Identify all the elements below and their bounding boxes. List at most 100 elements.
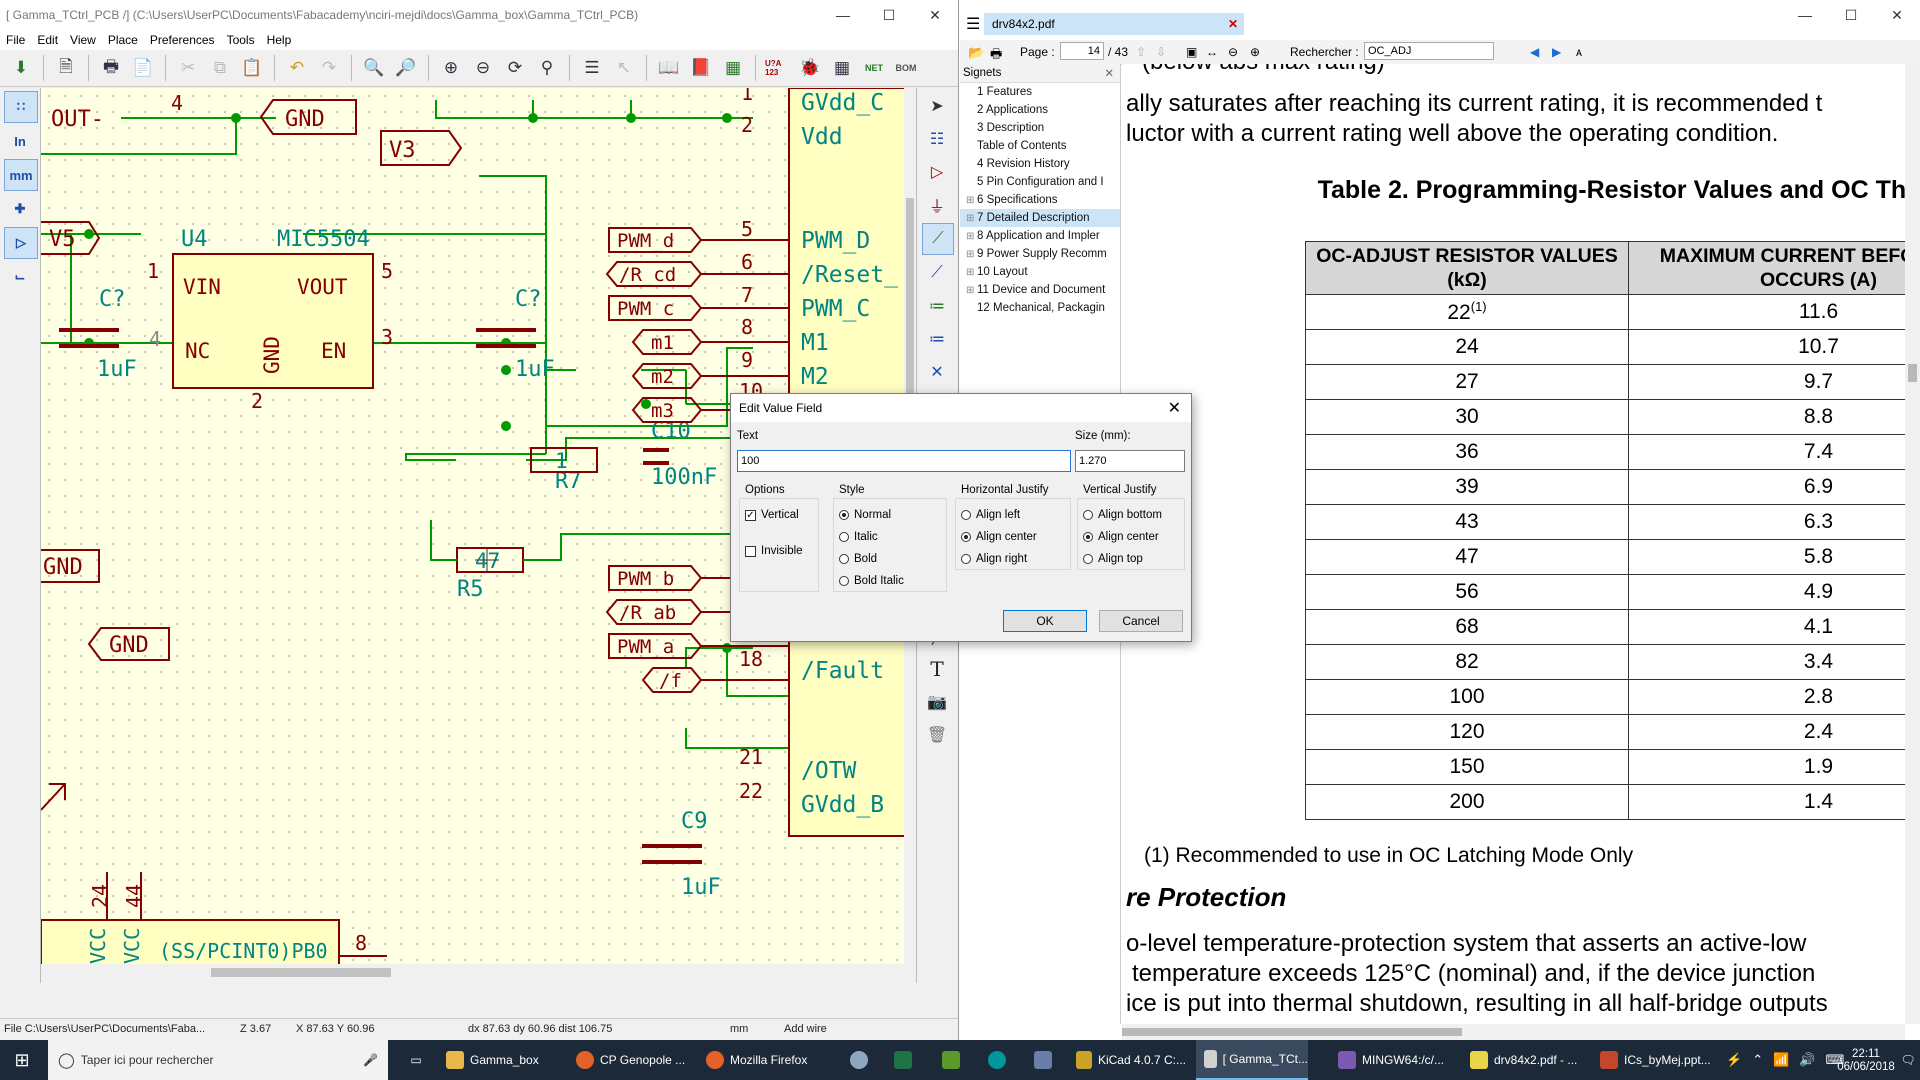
excel-icon[interactable] <box>894 1040 918 1080</box>
menu-preferences[interactable]: Preferences <box>149 33 215 47</box>
search-prev-icon[interactable]: ◀ <box>1530 45 1540 59</box>
tray-app-icon[interactable]: ⚡ <box>1726 1052 1743 1067</box>
open-icon[interactable]: 📂 <box>968 45 985 60</box>
menu-file[interactable]: File <box>6 33 26 47</box>
match-case-icon[interactable]: ᴀ <box>1576 45 1582 59</box>
cvpcb-icon[interactable]: ▦ <box>833 58 851 77</box>
zoom-out-icon[interactable]: ⊖ <box>1228 45 1239 59</box>
find-replace-icon[interactable]: 🔎 <box>395 58 417 77</box>
search-input[interactable] <box>1364 42 1494 60</box>
image-icon[interactable]: 📷 <box>927 694 947 711</box>
size-input[interactable] <box>1075 450 1185 472</box>
page-number-input[interactable] <box>1060 42 1104 60</box>
invisible-checkbox[interactable]: Invisible <box>745 545 803 557</box>
bookmark-item[interactable]: ⊞9 Power Supply Recomm <box>966 248 1107 260</box>
menu-hamburger-icon[interactable]: ☰ <box>966 16 981 33</box>
bookmark-item[interactable]: 4 Revision History <box>977 158 1070 170</box>
bookmark-item[interactable]: 5 Pin Configuration and I <box>977 176 1104 188</box>
menu-help[interactable]: Help <box>266 33 292 47</box>
start-button[interactable]: ⊞ <box>14 1049 30 1070</box>
mcu-body[interactable] <box>41 919 340 964</box>
hierarchy-icon[interactable]: ☰ <box>584 58 600 77</box>
prev-page-icon[interactable]: ⇧ <box>1136 45 1147 59</box>
taskbar-app-firefox-2[interactable]: Mozilla Firefox <box>706 1040 816 1080</box>
taskbar-app-kicad[interactable]: KiCad 4.0.7 C:... <box>1076 1040 1186 1080</box>
vertical-checkbox[interactable]: ✓Vertical <box>745 509 799 521</box>
style-normal-radio[interactable]: Normal <box>839 509 891 521</box>
menu-edit[interactable]: Edit <box>37 33 59 47</box>
copy-icon[interactable]: ⧉ <box>213 58 227 77</box>
bookmark-item[interactable]: 1 Features <box>977 86 1032 98</box>
arduino-icon[interactable] <box>988 1040 1012 1080</box>
bom-icon[interactable]: BOM <box>895 63 917 73</box>
ok-button[interactable]: OK <box>1003 610 1087 632</box>
minimize-button[interactable]: — <box>836 7 850 23</box>
menu-tools[interactable]: Tools <box>226 33 255 47</box>
units-inch-button[interactable]: In <box>14 133 26 149</box>
taskbar-app-powerpoint[interactable]: ICs_byMej.ppt... <box>1600 1040 1712 1080</box>
bookmark-item[interactable]: ⊞11 Device and Document <box>966 284 1106 296</box>
bookmark-item[interactable]: 12 Mechanical, Packagin <box>977 302 1105 314</box>
erc-icon[interactable]: 🐞 <box>799 58 821 77</box>
canvas-horizontal-scrollbar[interactable] <box>41 964 904 982</box>
cancel-button[interactable]: Cancel <box>1099 610 1183 632</box>
fit-width-icon[interactable]: ↔ <box>1206 45 1218 59</box>
bookmark-item[interactable]: Table of Contents <box>977 140 1067 152</box>
network-icon[interactable]: 📶 <box>1773 1052 1790 1067</box>
place-wire-icon[interactable]: ⟋ <box>922 223 954 255</box>
redraw-icon[interactable]: ⟳ <box>507 58 523 77</box>
taskbar-app-firefox-1[interactable]: CP Genopole ... <box>576 1040 686 1080</box>
save-icon[interactable]: ⬇ <box>13 58 29 77</box>
pdf-tab[interactable]: drv84x2.pdf ✕ <box>984 13 1244 35</box>
cursor-shape-icon[interactable]: ✚ <box>14 201 26 216</box>
style-bold-radio[interactable]: Bold <box>839 553 877 565</box>
bookmark-item[interactable]: ⊞7 Detailed Description <box>960 209 1120 227</box>
place-power-icon[interactable]: ⏚ <box>928 199 945 216</box>
pdf-close-button[interactable]: ✕ <box>1891 6 1903 23</box>
bookmark-item[interactable]: 3 Description <box>977 122 1045 134</box>
delete-icon[interactable]: 🗑 <box>926 727 948 744</box>
taskbar-search-box[interactable]: ◯ Taper ici pour rechercher 🎤 <box>48 1040 388 1080</box>
dialog-close-icon[interactable]: ✕ <box>1167 400 1181 417</box>
bookmark-item[interactable]: ⊞6 Specifications <box>966 194 1058 206</box>
close-tab-icon[interactable]: ✕ <box>1227 17 1238 31</box>
place-component-icon[interactable]: ▷ <box>930 164 944 181</box>
pdf-vertical-scrollbar[interactable] <box>1905 64 1920 1024</box>
cut-icon[interactable]: ✂ <box>180 58 196 77</box>
maximize-button[interactable]: ☐ <box>882 6 896 23</box>
grid-toggle-icon[interactable]: ∷ <box>4 91 38 123</box>
paste-icon[interactable]: 📋 <box>241 58 263 77</box>
zoom-fit-icon[interactable]: ⚲ <box>540 58 554 77</box>
clock[interactable]: 22:11 06/06/2018 <box>1836 1040 1896 1080</box>
text-icon[interactable]: T <box>930 657 944 681</box>
taskbar-app-mingw[interactable]: MINGW64:/c/... <box>1338 1040 1448 1080</box>
close-bookmarks-icon[interactable]: ✕ <box>1104 68 1114 80</box>
zoom-in-icon[interactable]: ⊕ <box>1250 45 1261 59</box>
vjustify-center-radio[interactable]: Align center <box>1083 531 1159 543</box>
pcbnew-icon[interactable]: ▦ <box>724 58 742 77</box>
style-bold-italic-radio[interactable]: Bold Italic <box>839 575 904 587</box>
menu-place[interactable]: Place <box>107 33 138 47</box>
inkscape-icon[interactable] <box>942 1040 966 1080</box>
units-mm-button[interactable]: mm <box>4 159 38 191</box>
hidden-pins-icon[interactable]: ▷ <box>4 227 38 259</box>
hjustify-left-radio[interactable]: Align left <box>961 509 1020 521</box>
language-icon[interactable]: ⌨ <box>1825 1052 1845 1067</box>
pinned-app-icon[interactable] <box>1034 1040 1058 1080</box>
library-browser-icon[interactable]: 📕 <box>690 58 712 77</box>
notifications-icon[interactable]: 🗨 <box>1900 1053 1916 1067</box>
close-button[interactable]: ✕ <box>929 6 941 23</box>
taskbar-app-pdf[interactable]: drv84x2.pdf - ... <box>1470 1040 1580 1080</box>
show-hidden-icons-icon[interactable]: ⌃ <box>1752 1052 1764 1067</box>
bus-wire-angle-icon[interactable]: ⌙ <box>14 269 26 284</box>
microphone-icon[interactable]: 🎤 <box>363 1053 378 1067</box>
print-icon[interactable]: 🖶 <box>102 56 120 76</box>
vjustify-bottom-radio[interactable]: Align bottom <box>1083 509 1162 521</box>
u4-body[interactable] <box>172 253 374 389</box>
taskbar-app-explorer[interactable]: Gamma_box <box>446 1040 556 1080</box>
wire-bus-entry-icon[interactable]: ≔ <box>929 298 945 315</box>
select-arrow-icon[interactable]: ➤ <box>930 98 944 115</box>
undo-icon[interactable]: ↶ <box>289 58 305 77</box>
vjustify-top-radio[interactable]: Align top <box>1083 553 1143 565</box>
bookmark-item[interactable]: ⊞8 Application and Impler <box>966 230 1100 242</box>
